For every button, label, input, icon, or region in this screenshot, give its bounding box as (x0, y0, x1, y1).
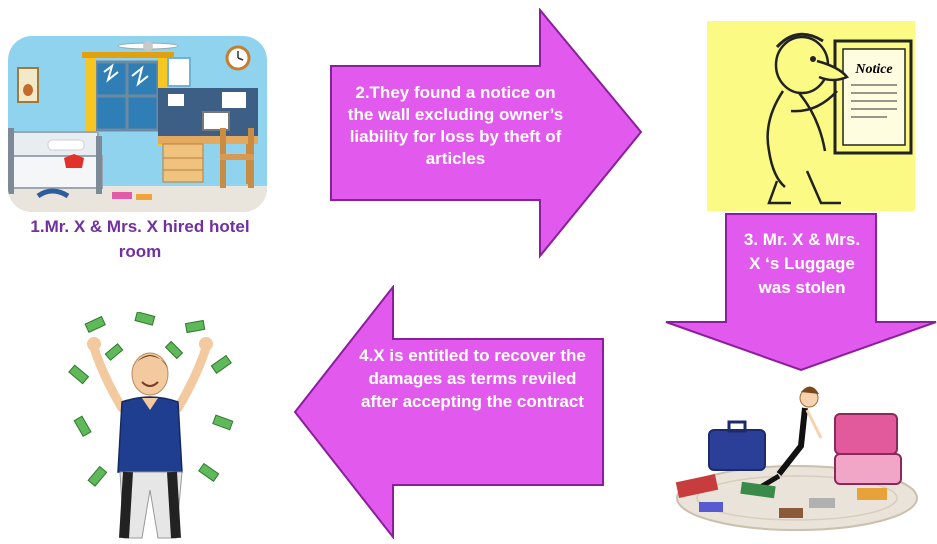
arrow-step2 (330, 8, 643, 259)
notice-sign-text: Notice (854, 62, 892, 77)
arrow-step4 (293, 285, 604, 539)
man-reading-notice-illustration: Notice (707, 21, 915, 211)
arrow-step3 (665, 213, 937, 372)
step4-text: 4.X is entitled to recover the damages a… (359, 346, 586, 411)
step1-caption: 1.Mr. X & Mrs. X hired hotel room (30, 217, 250, 261)
step3-text: 3. Mr. X & Mrs. X ‘s Luggage was stolen (743, 230, 861, 297)
step2-text: 2.They found a notice on the wall exclud… (347, 83, 564, 168)
stolen-luggage-illustration (675, 386, 918, 531)
hotel-room-illustration (8, 36, 267, 212)
happy-man-money-illustration (68, 312, 234, 539)
